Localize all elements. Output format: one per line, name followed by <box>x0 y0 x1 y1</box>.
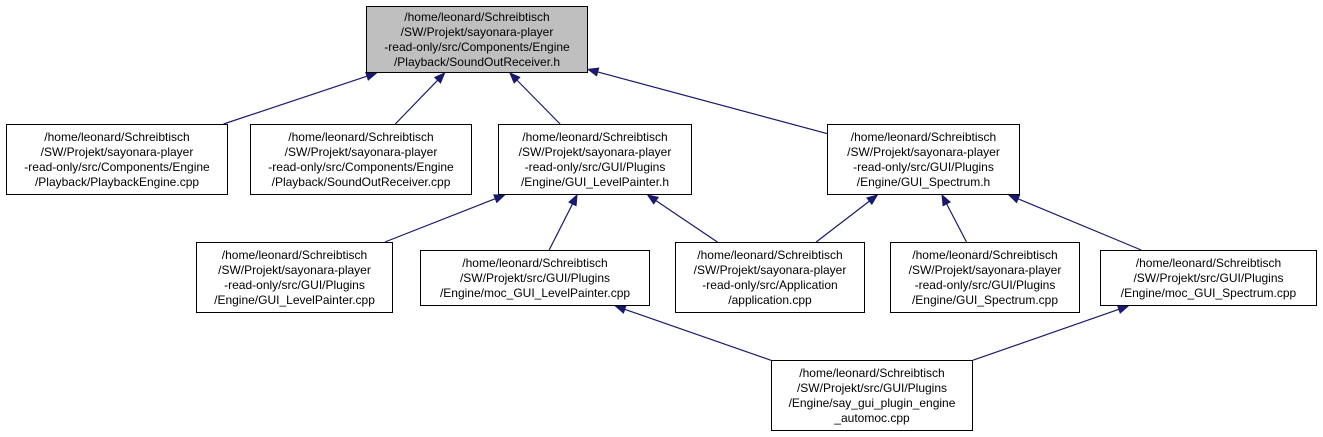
edge-line <box>1017 198 1142 251</box>
node-line: /SW/Projekt/src/GUI/Plugins <box>1133 270 1284 285</box>
node-line: -read-only/src/Components/Engine <box>384 39 570 54</box>
node-line: /SW/Projekt/sayonara-player <box>400 24 554 39</box>
node-line: /Engine/GUI_Spectrum.h <box>856 174 991 189</box>
node-playback-engine-cpp[interactable]: /home/leonard/Schreibtisch /SW/Projekt/s… <box>6 124 228 195</box>
edge-arrowhead <box>1007 194 1021 204</box>
node-line: /Engine/GUI_Spectrum.cpp <box>911 292 1059 307</box>
node-line: /home/leonard/Schreibtisch <box>850 129 997 144</box>
node-line: /Playback/SoundOutReceiver.h <box>393 54 561 69</box>
node-gui-spectrum-h[interactable]: /home/leonard/Schreibtisch /SW/Projekt/s… <box>827 124 1020 195</box>
node-line: /Engine/GUI_LevelPainter.cpp <box>214 292 375 307</box>
node-line: /home/leonard/Schreibtisch <box>912 247 1058 262</box>
node-moc-gui-spectrum-cpp[interactable]: /home/leonard/Schreibtisch /SW/Projekt/s… <box>1100 250 1317 306</box>
edge-arrowhead <box>365 71 378 81</box>
node-line: -read-only/src/GUI/Plugins <box>224 277 365 292</box>
node-line: -read-only/src/Application <box>702 277 838 292</box>
node-line: /Engine/GUI_LevelPainter.h <box>520 174 670 189</box>
node-line: /SW/Projekt/sayonara-player <box>40 144 194 159</box>
edge-arrowhead <box>614 304 627 314</box>
edge-line <box>384 198 496 243</box>
edge-arrowhead <box>1116 304 1130 314</box>
node-line: /Engine/moc_GUI_Spectrum.cpp <box>1120 285 1297 300</box>
edge-line <box>516 79 561 125</box>
node-line: /SW/Projekt/sayonara-player <box>847 144 1000 159</box>
node-line: -read-only/src/GUI/Plugins <box>853 159 994 174</box>
node-line: /Engine/moc_GUI_LevelPainter.cpp <box>439 285 631 300</box>
edge-line <box>548 203 574 251</box>
edge-arrowhead <box>646 194 660 205</box>
node-line: -read-only/src/GUI/Plugins <box>914 277 1056 292</box>
node-line: /SW/Projekt/sayonara-player <box>908 262 1062 277</box>
node-line: /SW/Projekt/sayonara-player <box>518 144 672 159</box>
node-line: /Playback/SoundOutReceiver.cpp <box>271 174 451 189</box>
node-line: /home/leonard/Schreibtisch <box>799 365 945 380</box>
edge-arrowhead <box>941 193 952 207</box>
node-gui-levelpainter-cpp[interactable]: /home/leonard/Schreibtisch /SW/Projekt/s… <box>196 242 393 313</box>
node-say-gui-plugin-engine-automoc-cpp[interactable]: /home/leonard/Schreibtisch /SW/Projekt/s… <box>771 360 973 431</box>
node-line: /SW/Projekt/sayonara-player <box>218 262 371 277</box>
edge-arrowhead <box>866 194 879 206</box>
edge-line <box>972 308 1120 361</box>
node-line: /application.cpp <box>728 292 812 307</box>
node-line: /SW/Projekt/sayonara-player <box>284 144 438 159</box>
node-line: _automoc.cpp <box>834 410 910 425</box>
node-line: /home/leonard/Schreibtisch <box>697 247 843 262</box>
node-line: /SW/Projekt/src/GUI/Plugins <box>796 380 948 395</box>
edge-line <box>624 308 772 361</box>
edge-arrowhead <box>568 193 578 207</box>
edge-line <box>394 79 439 125</box>
node-line: /SW/Projekt/sayonara-player <box>693 262 847 277</box>
node-line: /Playback/PlaybackEngine.cpp <box>34 174 200 189</box>
node-moc-gui-levelpainter-cpp[interactable]: /home/leonard/Schreibtisch /SW/Projekt/s… <box>420 250 650 306</box>
node-line: /home/leonard/Schreibtisch <box>44 129 190 144</box>
node-line: /SW/Projekt/src/GUI/Plugins <box>459 270 611 285</box>
node-line: /home/leonard/Schreibtisch <box>522 129 668 144</box>
node-line: /home/leonard/Schreibtisch <box>221 247 368 262</box>
node-sound-out-receiver-cpp[interactable]: /home/leonard/Schreibtisch /SW/Projekt/s… <box>250 124 472 195</box>
edge-line <box>946 203 968 243</box>
node-line: -read-only/src/Components/Engine <box>268 159 454 174</box>
node-line: -read-only/src/Components/Engine <box>24 159 210 174</box>
node-sound-out-receiver-h[interactable]: /home/leonard/Schreibtisch /SW/Projekt/s… <box>366 6 588 73</box>
node-gui-spectrum-cpp[interactable]: /home/leonard/Schreibtisch /SW/Projekt/s… <box>890 242 1080 313</box>
node-gui-levelpainter-h[interactable]: /home/leonard/Schreibtisch /SW/Projekt/s… <box>498 124 692 195</box>
edge-line <box>815 200 870 243</box>
node-application-cpp[interactable]: /home/leonard/Schreibtisch /SW/Projekt/s… <box>675 242 865 313</box>
node-line: /home/leonard/Schreibtisch <box>404 9 550 24</box>
edge-line <box>597 71 828 135</box>
edge-arrowhead <box>493 194 506 204</box>
edge-arrowhead <box>433 72 446 84</box>
node-line: /home/leonard/Schreibtisch <box>1135 255 1282 270</box>
edge-arrowhead <box>586 67 600 77</box>
edge-line <box>223 75 368 125</box>
node-line: -read-only/src/GUI/Plugins <box>524 159 666 174</box>
edge-arrowhead <box>508 72 521 84</box>
edge-line <box>655 200 718 243</box>
node-line: /Engine/say_gui_plugin_engine <box>788 395 956 410</box>
node-line: /home/leonard/Schreibtisch <box>288 129 434 144</box>
node-line: /home/leonard/Schreibtisch <box>462 255 608 270</box>
